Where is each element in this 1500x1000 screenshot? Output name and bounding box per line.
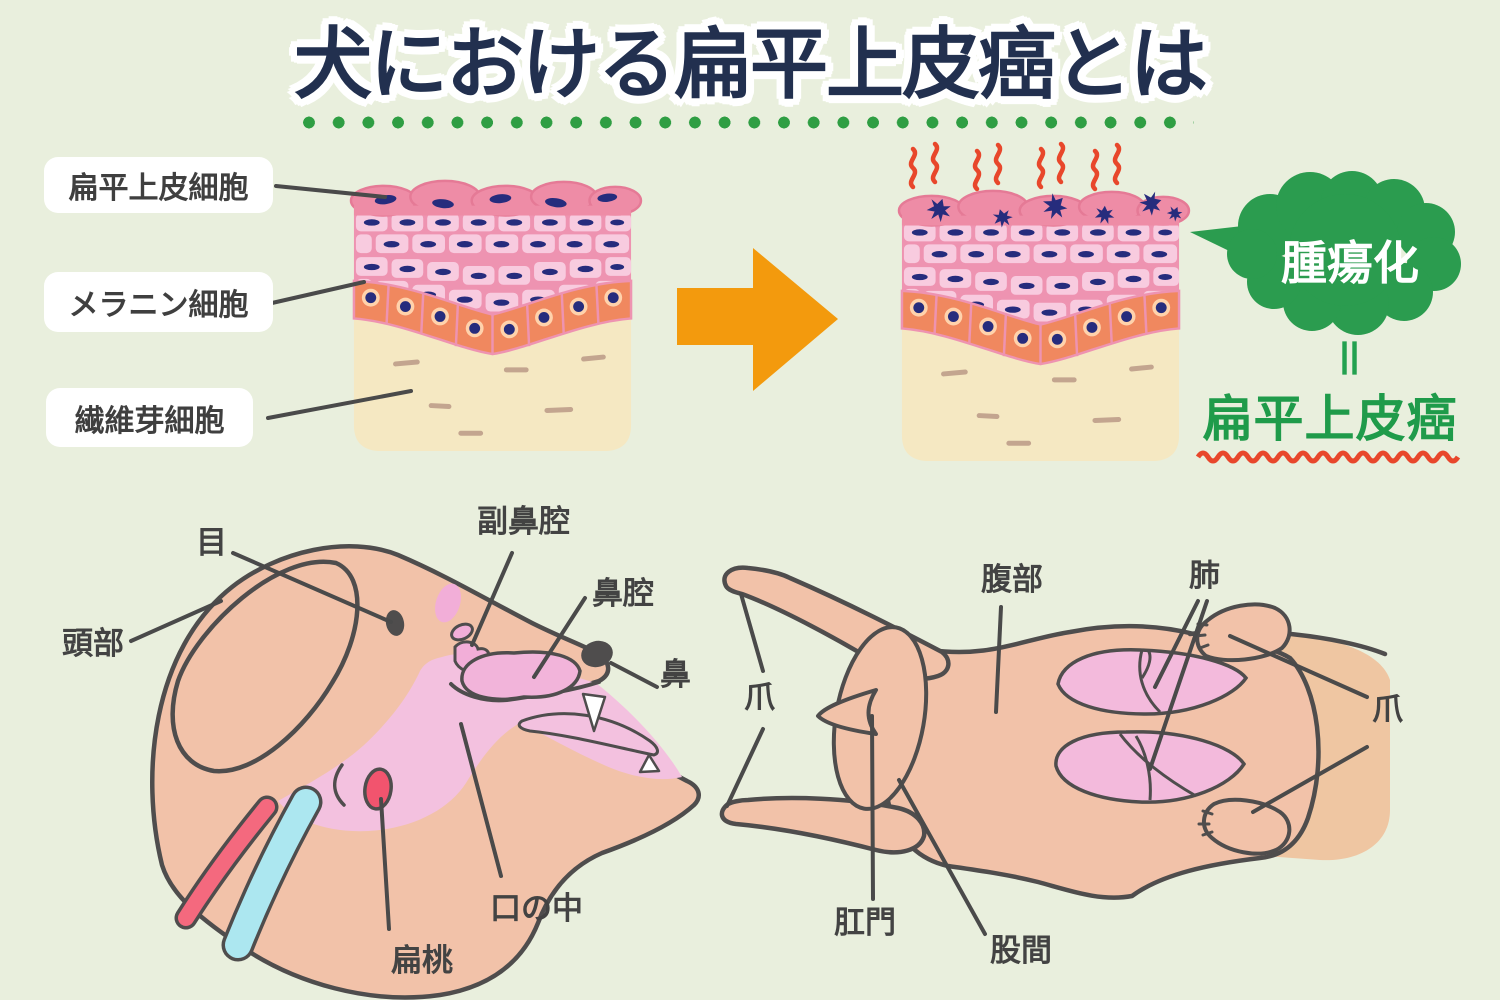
label-fibroblast: 繊維芽細胞 <box>46 388 253 447</box>
front-paw-upper <box>1195 602 1292 663</box>
speech-bubble-cloud <box>1190 171 1461 335</box>
tonsil-shape <box>363 767 393 811</box>
label-groin: 股間 <box>990 933 1052 968</box>
label-mouth-inside: 口の中 <box>490 891 583 926</box>
label-head: 頭部 <box>62 626 124 661</box>
label-anus: 肛門 <box>834 905 896 940</box>
wavy-underline <box>1195 450 1461 464</box>
label-squamous-cell: 扁平上皮細胞 <box>44 157 273 213</box>
label-eye: 目 <box>196 525 227 560</box>
eye-shape <box>385 610 405 636</box>
label-lung: 肺 <box>1189 558 1220 593</box>
lung-lower-fissures <box>1118 733 1197 801</box>
bubble-label: 腫瘍化 <box>1281 237 1419 289</box>
trachea-tube <box>225 789 319 958</box>
nose-shape <box>581 640 613 668</box>
label-claw-right: 爪 <box>1372 692 1403 727</box>
esophagus-tube <box>178 799 275 926</box>
label-tonsil: 扁桃 <box>391 943 453 978</box>
ear-shape <box>170 559 360 774</box>
lower-tooth <box>638 753 661 774</box>
tissue-normal-illustration <box>344 170 641 457</box>
lung-upper-fissures <box>1138 649 1162 714</box>
label-melanocyte: メラニン細胞 <box>44 272 273 332</box>
pharynx-fold-line <box>333 763 346 807</box>
dotted-divider <box>302 116 1194 129</box>
label-paranasal-sinus: 副鼻腔 <box>477 504 570 539</box>
normal-nuclei <box>374 193 618 209</box>
upper-canine-tooth <box>581 692 607 733</box>
lung-upper-lobe <box>1056 648 1249 716</box>
tail-shape <box>816 688 878 736</box>
front-paw-lower-claws <box>1197 809 1214 837</box>
diagnosis-label: 扁平上皮癌 <box>1202 391 1458 447</box>
sinus-shape <box>435 583 461 623</box>
label-claw-left: 爪 <box>744 680 775 715</box>
arrow-right-icon <box>677 248 838 391</box>
page-title: 犬における扁平上皮癌とは <box>293 20 1208 108</box>
label-fibroblast-text: 繊維芽細胞 <box>74 404 225 438</box>
label-nose: 鼻 <box>660 657 691 692</box>
label-nasal-cavity: 鼻腔 <box>592 576 654 611</box>
nasal-cavity-shape <box>460 650 582 701</box>
nostril-shape <box>450 622 474 642</box>
front-paw-lower <box>1202 797 1292 856</box>
label-squamous-cell-text: 扁平上皮細胞 <box>68 172 249 205</box>
label-melanocyte-text: メラニン細胞 <box>68 289 249 322</box>
label-abdomen: 腹部 <box>981 562 1043 597</box>
dog-head-illustration <box>150 544 701 1000</box>
heat-squiggles-icon <box>908 141 1122 192</box>
